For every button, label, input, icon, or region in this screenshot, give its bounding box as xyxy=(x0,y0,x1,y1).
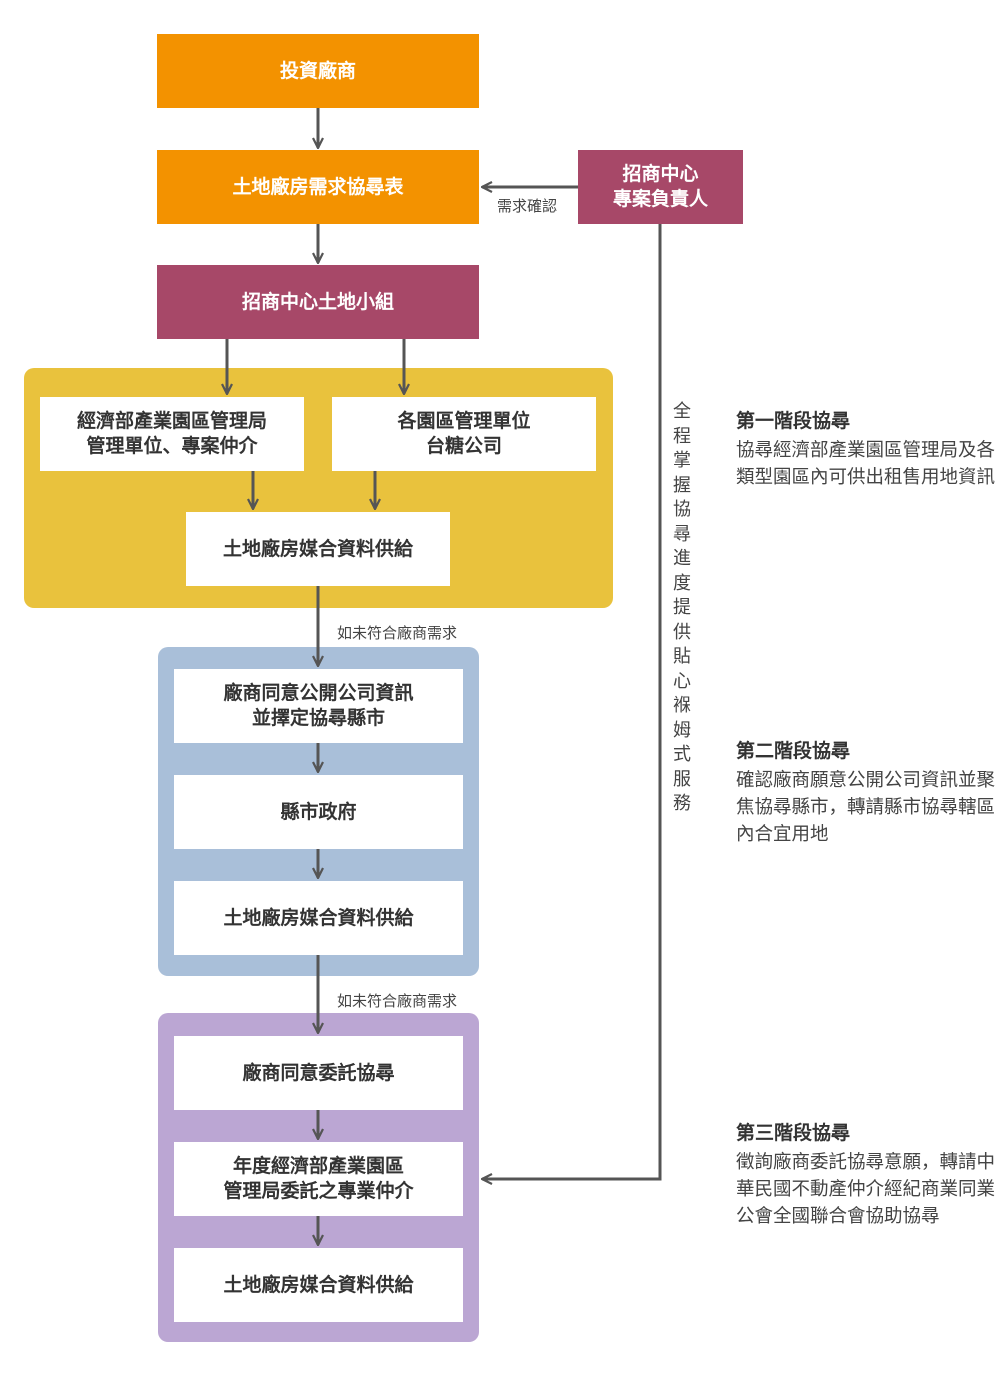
moea-units-line2: 管理單位、專案仲介 xyxy=(86,435,258,457)
county-gov-label: 縣市政府 xyxy=(280,800,357,823)
demand-form-label: 土地廠房需求協尋表 xyxy=(232,175,404,198)
consent-entrust-label: 廠商同意委託協尋 xyxy=(242,1061,395,1084)
demand-form-box: 土地廠房需求協尋表 xyxy=(157,150,479,224)
match-supply-label-1: 土地廠房媒合資料供給 xyxy=(222,537,413,560)
match-supply-label-3: 土地廠房媒合資料供給 xyxy=(223,1273,414,1296)
stage-1-description: 第一階段協尋 協尋經濟部產業園區管理局及各類型園區內可供出租售用地資訊 xyxy=(736,406,998,491)
investor-box: 投資廠商 xyxy=(157,34,479,108)
not-met-label-2: 如未符合廠商需求 xyxy=(337,992,458,1010)
annual-broker-line1: 年度經濟部產業園區 xyxy=(232,1155,404,1177)
consent-public-box: 廠商同意公開公司資訊 並擇定協尋縣市 xyxy=(174,669,463,743)
stage-3-text: 徵詢廠商委託協尋意願，轉請中華民國不動產仲介經紀商業同業公會全國聯合會協助協尋 xyxy=(736,1152,996,1227)
stage-2-text: 確認廠商願意公開公司資訊並聚焦協尋縣市，轉請縣市協尋轄區內合宜用地 xyxy=(736,770,996,845)
full-process-vertical-label: 全程掌握協尋進度 提供貼心褓姆式服務 xyxy=(673,401,709,814)
arrow-manager-to-broker xyxy=(482,224,662,1179)
stage-1-text: 協尋經濟部產業園區管理局及各類型園區內可供出租售用地資訊 xyxy=(736,440,996,488)
park-units-box: 各園區管理單位 台糖公司 xyxy=(332,397,596,471)
land-team-box: 招商中心土地小組 xyxy=(157,265,479,339)
moea-units-line1: 經濟部產業園區管理局 xyxy=(76,410,267,432)
moea-units-box: 經濟部產業園區管理局 管理單位、專案仲介 xyxy=(40,397,304,471)
project-manager-box: 招商中心 專案負責人 xyxy=(578,150,743,224)
park-units-line1: 各園區管理單位 xyxy=(397,410,531,432)
park-units-line2: 台糖公司 xyxy=(425,435,502,457)
demand-confirm-label: 需求確認 xyxy=(497,197,558,215)
match-supply-box-2: 土地廠房媒合資料供給 xyxy=(174,881,463,955)
land-team-label: 招商中心土地小組 xyxy=(241,290,394,313)
annual-broker-box: 年度經濟部產業園區 管理局委託之專業仲介 xyxy=(174,1142,463,1216)
investor-label: 投資廠商 xyxy=(279,59,356,82)
project-manager-line1: 招商中心 xyxy=(622,163,699,185)
annual-broker-line2: 管理局委託之專業仲介 xyxy=(223,1180,414,1202)
stage-2-title: 第二階段協尋 xyxy=(736,740,851,762)
consent-public-line1: 廠商同意公開公司資訊 xyxy=(223,682,414,704)
stage-1-title: 第一階段協尋 xyxy=(736,410,851,432)
stage-2-description: 第二階段協尋 確認廠商願意公開公司資訊並聚焦協尋縣市，轉請縣市協尋轄區內合宜用地 xyxy=(736,736,998,848)
match-supply-label-2: 土地廠房媒合資料供給 xyxy=(223,906,414,929)
match-supply-box-3: 土地廠房媒合資料供給 xyxy=(174,1248,463,1322)
not-met-label-1: 如未符合廠商需求 xyxy=(337,624,458,642)
consent-public-line2: 並擇定協尋縣市 xyxy=(251,707,385,729)
match-supply-box-1: 土地廠房媒合資料供給 xyxy=(186,512,450,586)
stage-3-title: 第三階段協尋 xyxy=(736,1122,851,1144)
consent-entrust-box: 廠商同意委託協尋 xyxy=(174,1036,463,1110)
project-manager-line2: 專案負責人 xyxy=(612,188,708,210)
stage-3-description: 第三階段協尋 徵詢廠商委託協尋意願，轉請中華民國不動產仲介經紀商業同業公會全國聯… xyxy=(736,1118,998,1230)
county-gov-box: 縣市政府 xyxy=(174,775,463,849)
